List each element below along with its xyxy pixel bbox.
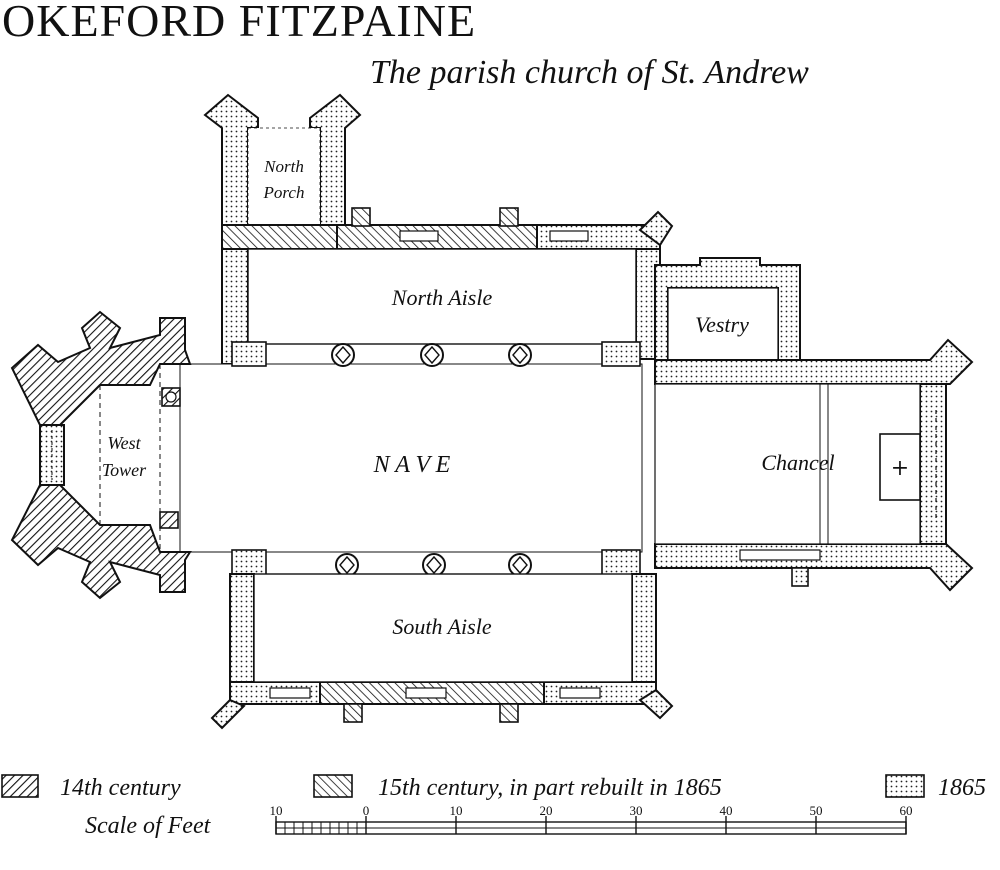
west-tower-label-1: West xyxy=(107,433,141,453)
south-wall-buttress-2 xyxy=(499,703,519,723)
nave-label: N A V E xyxy=(373,452,451,478)
legend: 14th century 15th century, in part rebui… xyxy=(1,774,986,801)
north-wall-west-15th xyxy=(221,224,338,250)
north-aisle-label: North Aisle xyxy=(391,285,493,310)
south-pier-2 xyxy=(422,553,446,577)
west-tower-stair-ne-core xyxy=(165,391,177,403)
west-tower-south-wall-14th xyxy=(10,484,192,600)
scale-tick-2: 10 xyxy=(450,803,463,818)
chancel-label: Chancel xyxy=(761,450,834,475)
plan-title: OKEFORD FITZPAINE xyxy=(2,0,477,46)
west-tower-north-wall-14th xyxy=(10,310,192,426)
scale-label: Scale of Feet xyxy=(85,813,212,839)
north-pier-1 xyxy=(331,343,355,367)
chancel-east-wall xyxy=(919,383,947,545)
vestry-floor xyxy=(667,287,779,361)
north-pier-2 xyxy=(420,343,444,367)
south-wall-buttress-1 xyxy=(343,703,363,723)
vestry: Vestry xyxy=(654,257,801,385)
north-west-respond xyxy=(231,341,267,367)
south-aisle-floor xyxy=(253,573,633,683)
north-aisle-floor xyxy=(247,248,637,345)
scale-tick-3: 20 xyxy=(540,803,553,818)
west-tower: West Tower xyxy=(10,310,192,600)
north-wall-buttress-2 xyxy=(499,207,519,227)
scale-tick-7: 60 xyxy=(900,803,913,818)
scale-bar: Scale of Feet 10 0 10 20 30 xyxy=(85,803,913,839)
north-pier-3 xyxy=(508,343,532,367)
south-window-1 xyxy=(269,687,311,699)
scale-tick-5: 40 xyxy=(720,803,733,818)
legend-label-14th: 14th century xyxy=(60,775,181,801)
legend-swatch-14th xyxy=(1,774,39,798)
south-arcade-piers xyxy=(335,553,532,577)
scale-subdivisions xyxy=(284,822,358,834)
west-tower-label-2: Tower xyxy=(102,460,147,480)
north-east-respond xyxy=(601,341,641,367)
chancel-south-window xyxy=(739,549,821,561)
south-window-2 xyxy=(405,687,447,699)
legend-label-15th: 15th century, in part rebuilt in 1865 xyxy=(378,775,722,801)
south-wall-se-buttress xyxy=(638,688,674,720)
north-wall-ne-buttress xyxy=(638,210,674,247)
vestry-label: Vestry xyxy=(695,312,749,337)
north-porch-floor xyxy=(247,127,321,229)
plan-subtitle: The parish church of St. Andrew xyxy=(370,54,809,91)
legend-label-1865: 1865 xyxy=(938,775,986,801)
chancel-south-buttress xyxy=(791,567,809,587)
altar-cross-icon: + xyxy=(891,456,909,481)
legend-swatch-1865 xyxy=(885,774,925,798)
south-wall-sw-buttress xyxy=(210,698,246,730)
south-aisle-label: South Aisle xyxy=(392,614,491,639)
north-porch-label-1: North xyxy=(263,157,304,176)
south-west-respond xyxy=(231,549,267,577)
scale-tick-4: 30 xyxy=(630,803,643,818)
south-east-respond xyxy=(601,549,641,577)
north-porch: North Porch xyxy=(203,93,362,241)
chancel-floor xyxy=(654,383,921,545)
west-tower-stair-se xyxy=(159,511,179,529)
south-pier-3 xyxy=(508,553,532,577)
south-pier-1 xyxy=(335,553,359,577)
chancel: + Chancel xyxy=(654,338,974,592)
north-wall-buttress-1 xyxy=(351,207,371,227)
north-porch-label-2: Porch xyxy=(263,183,305,202)
scale-major-ticks xyxy=(275,816,907,834)
chancel-south-wall xyxy=(654,543,974,592)
scale-tick-0: 10 xyxy=(270,803,283,818)
chancel-north-wall xyxy=(654,338,974,385)
altar xyxy=(879,433,921,501)
north-arcade-piers xyxy=(331,343,532,367)
nave-floor xyxy=(179,363,643,553)
north-window-2 xyxy=(549,230,589,242)
north-window-1 xyxy=(399,230,439,242)
south-window-3 xyxy=(559,687,601,699)
scale-tick-6: 50 xyxy=(810,803,823,818)
south-aisle-wall xyxy=(210,573,674,730)
legend-swatch-15th xyxy=(313,774,353,798)
scale-tick-1: 0 xyxy=(363,803,370,818)
